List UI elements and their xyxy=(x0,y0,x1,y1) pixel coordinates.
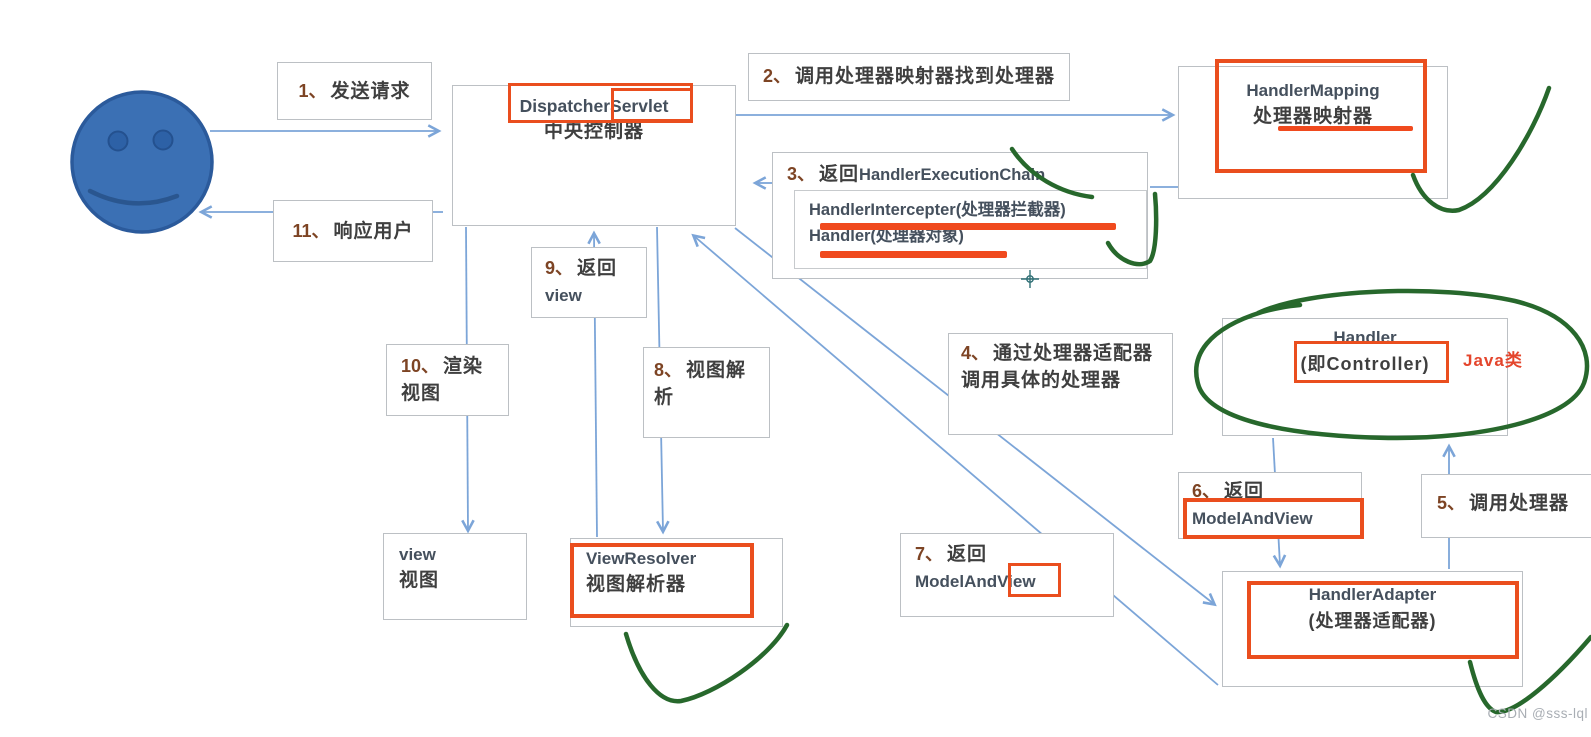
red-annotation-rect-servlet xyxy=(611,88,693,122)
step-11-label-box: 11、响应用户 xyxy=(273,200,433,262)
step-5-label-box: 5、调用处理器 xyxy=(1421,474,1591,538)
watermark-text: CSDN @sss-lql xyxy=(1487,706,1588,721)
handler-mapping-node: HandlerMapping 处理器映射器 xyxy=(1178,66,1448,199)
red-annotation-rect-modelandview-6 xyxy=(1183,498,1364,539)
step-2-label-box: 2、调用处理器映射器找到处理器 xyxy=(748,53,1070,101)
java-class-note: Java类 xyxy=(1463,351,1523,370)
step-7-label-box: 7、返回 ModelAndView xyxy=(900,533,1114,617)
user-smiley-icon xyxy=(70,90,214,234)
step-9-label-box: 9、返回 view xyxy=(531,247,647,318)
step-3-execution-chain-box: 3、返回HandlerExecutionChain HandlerInterce… xyxy=(772,152,1148,279)
step-1-label-box: 1、发送请求 xyxy=(277,62,432,120)
red-underline-handler xyxy=(820,251,1007,258)
step-10-label-box: 10、渲染 视图 xyxy=(386,344,509,416)
step-3-title: 3、返回HandlerExecutionChain xyxy=(787,164,1046,185)
red-annotation-rect-handleradapter xyxy=(1247,581,1519,659)
red-underline-handlermapping xyxy=(1278,126,1413,131)
step-8-label-box: 8、视图解 析 xyxy=(643,347,770,438)
dispatcher-servlet-node: DispatcherServlet 中央控制器 xyxy=(452,85,736,226)
red-annotation-rect-viewresolver xyxy=(570,543,754,618)
green-check-viewresolver xyxy=(623,622,790,704)
chain-item-interceptor: HandlerIntercepter(处理器拦截器) xyxy=(809,201,1066,219)
step-4-label-box: 4、通过处理器适配器 调用具体的处理器 xyxy=(948,333,1173,435)
view-node: view 视图 xyxy=(383,533,527,620)
red-annotation-rect-view-7 xyxy=(1008,563,1061,597)
red-annotation-rect-handlermapping xyxy=(1215,59,1427,173)
red-annotation-rect-controller xyxy=(1294,341,1449,383)
red-underline-interceptor xyxy=(820,223,1116,230)
